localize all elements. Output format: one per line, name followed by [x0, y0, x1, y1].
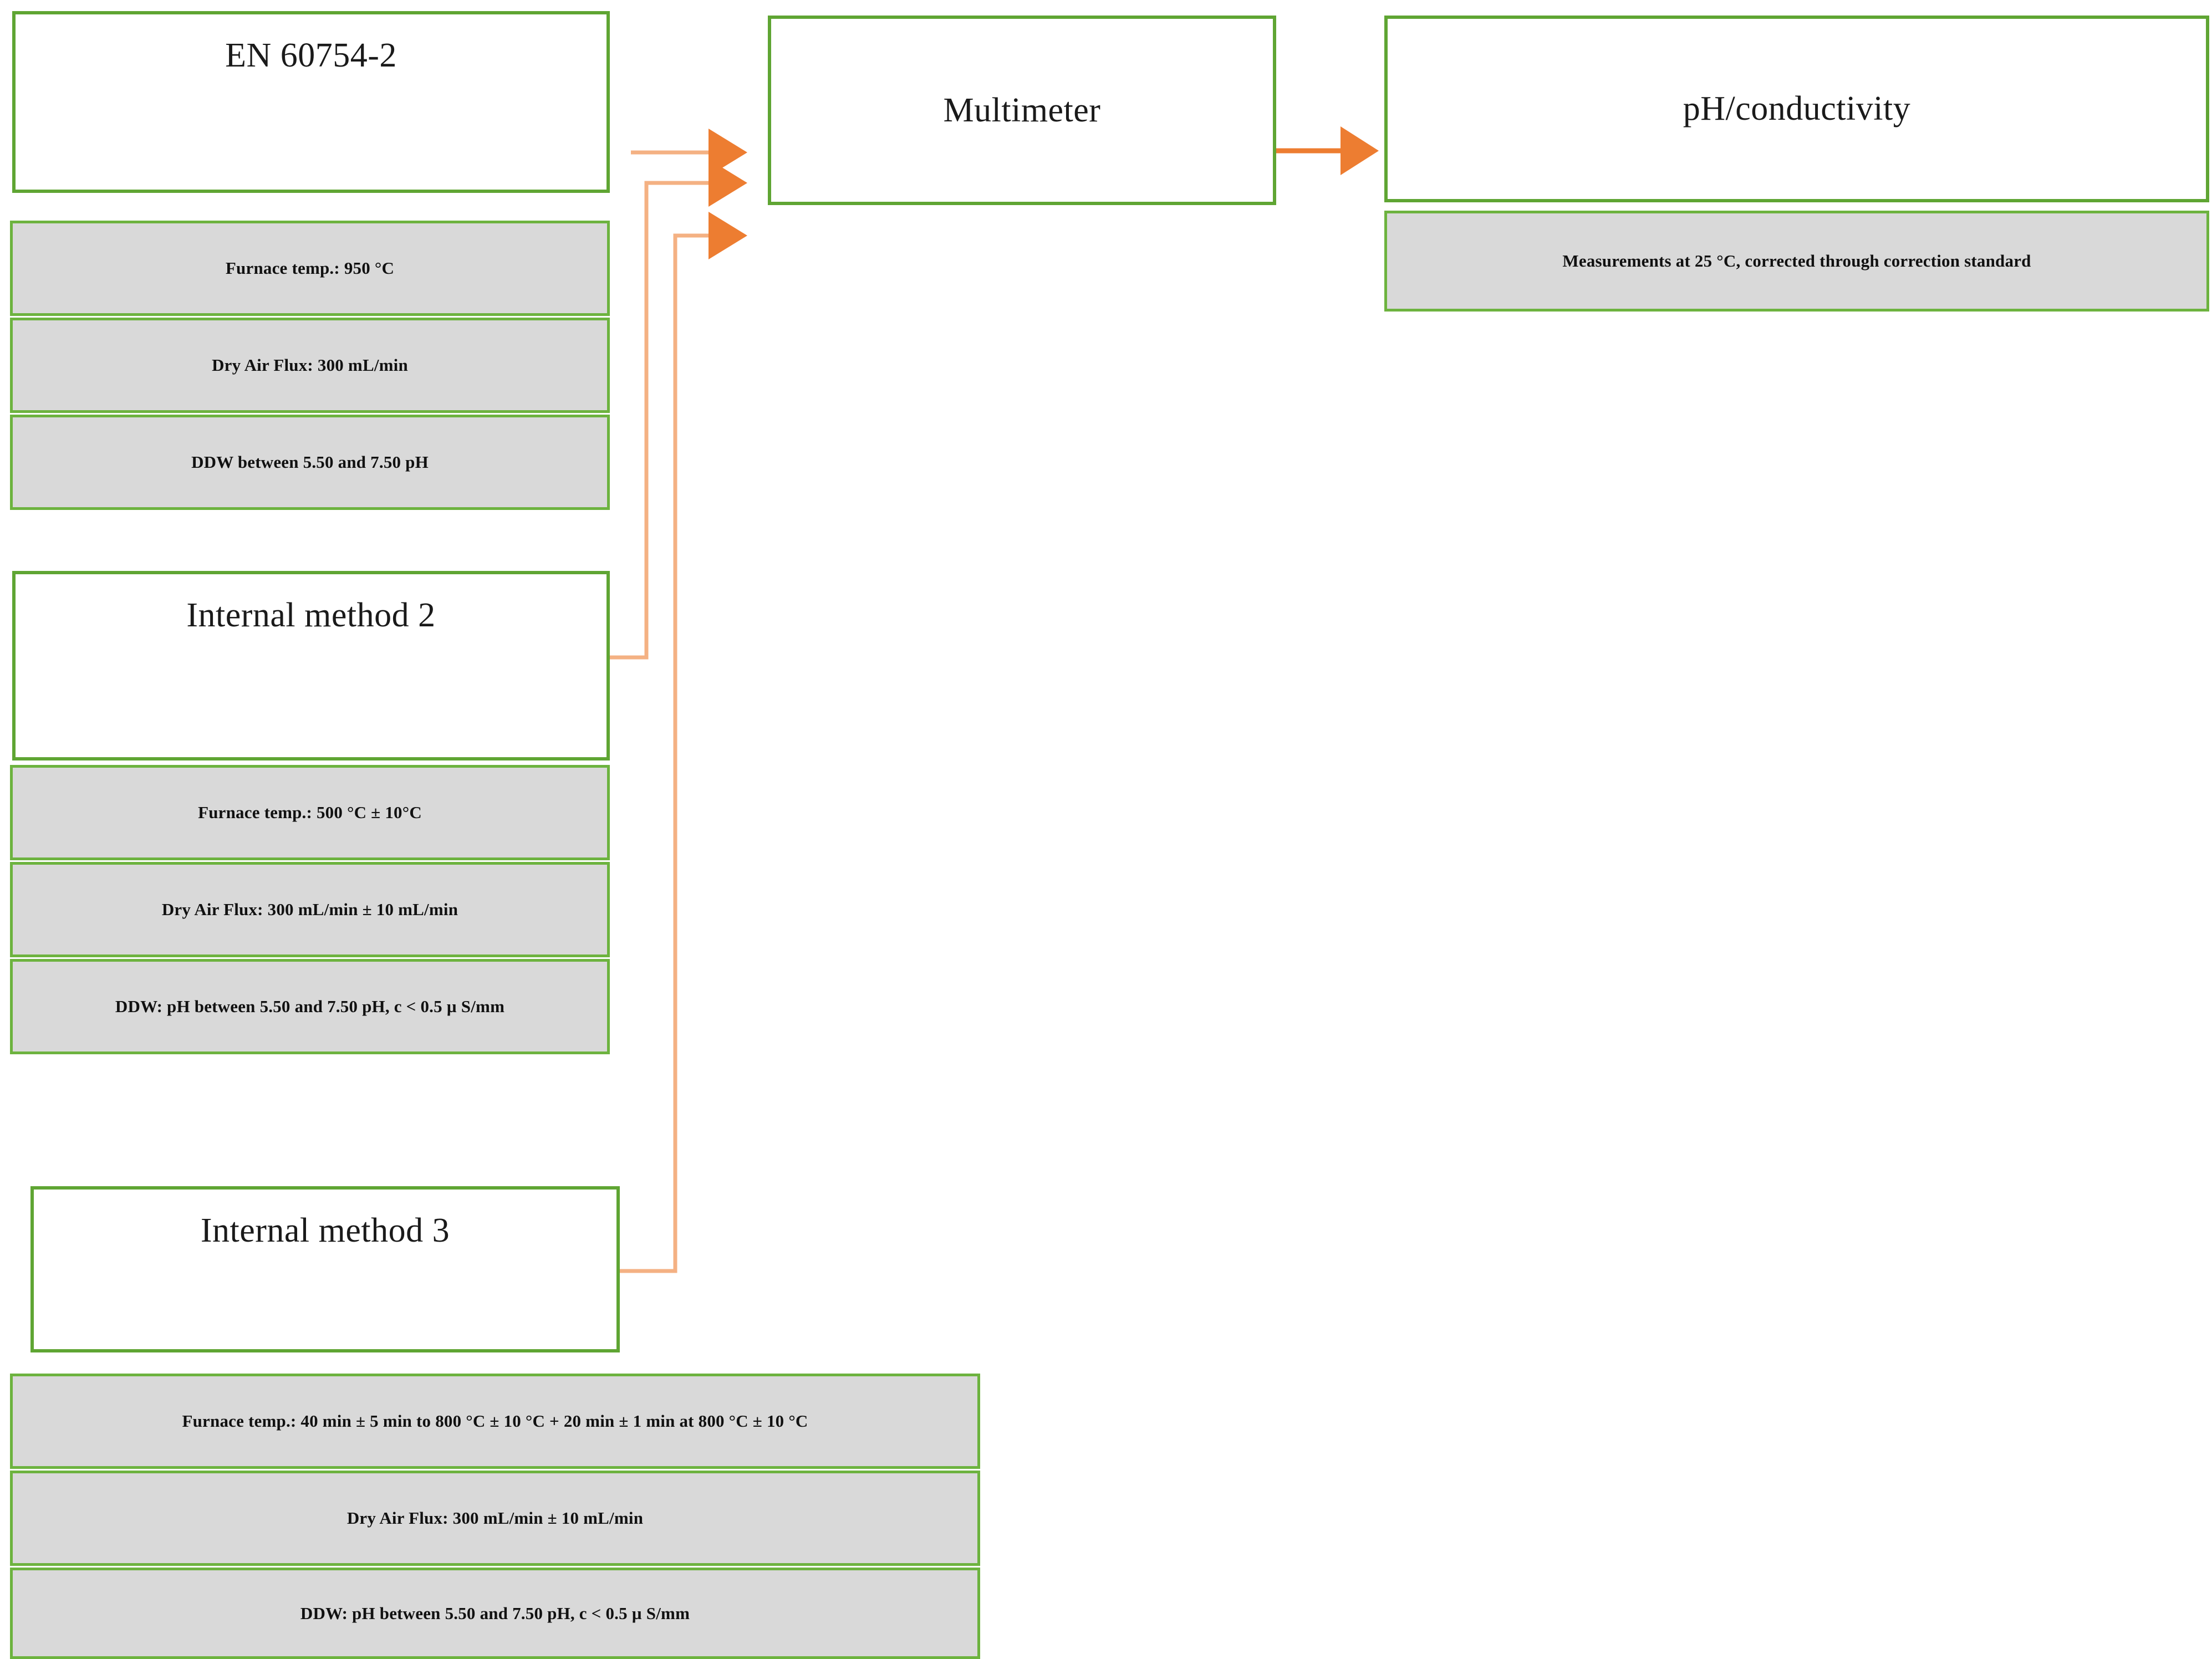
- detail-box-method3-furnace-temp: Furnace temp.: 40 min ± 5 min to 800 °C …: [10, 1374, 980, 1469]
- arrow-method2-to-multimeter: [610, 159, 747, 660]
- method-box-en60754-2[interactable]: EN 60754-2: [12, 11, 610, 193]
- detail-text-method3-dry-air-flux: Dry Air Flux: 300 mL/min ± 10 mL/min: [346, 1508, 644, 1528]
- arrow-method3-to-multimeter: [620, 212, 747, 1273]
- detail-text-method2-ddw: DDW: pH between 5.50 and 7.50 pH, c < 0.…: [115, 997, 505, 1016]
- detail-text-method3-ddw: DDW: pH between 5.50 and 7.50 pH, c < 0.…: [300, 1603, 690, 1623]
- arrow-en60754-to-multimeter: [631, 129, 747, 176]
- detail-box-en60754-2-ddw: DDW between 5.50 and 7.50 pH: [10, 415, 610, 510]
- method-title-internal-method-2: Internal method 2: [186, 596, 436, 634]
- detail-text-method2-furnace-temp: Furnace temp.: 500 °C ± 10°C: [198, 803, 422, 822]
- detail-text-en60754-2-furnace-temp: Furnace temp.: 950 °C: [225, 258, 395, 278]
- detail-box-method3-ddw: DDW: pH between 5.50 and 7.50 pH, c < 0.…: [10, 1568, 980, 1659]
- arrow-multimeter-to-ph: [1276, 126, 1379, 175]
- detail-text-method3-furnace-temp: Furnace temp.: 40 min ± 5 min to 800 °C …: [182, 1411, 808, 1431]
- instrument-title-multimeter: Multimeter: [943, 91, 1101, 129]
- detail-box-en60754-2-furnace-temp: Furnace temp.: 950 °C: [10, 221, 610, 316]
- method-box-internal-method-2[interactable]: Internal method 2: [12, 571, 610, 760]
- instrument-box-ph-conductivity[interactable]: pH/conductivity: [1384, 16, 2209, 202]
- detail-box-method2-dry-air-flux: Dry Air Flux: 300 mL/min ± 10 mL/min: [10, 862, 610, 957]
- method-title-en60754-2: EN 60754-2: [225, 37, 397, 74]
- method-title-internal-method-3: Internal method 3: [200, 1212, 450, 1249]
- instrument-title-ph-conductivity: pH/conductivity: [1683, 90, 1911, 128]
- detail-box-method2-furnace-temp: Furnace temp.: 500 °C ± 10°C: [10, 765, 610, 860]
- detail-text-en60754-2-ddw: DDW between 5.50 and 7.50 pH: [191, 452, 429, 472]
- detail-box-method2-ddw: DDW: pH between 5.50 and 7.50 pH, c < 0.…: [10, 959, 610, 1054]
- detail-box-method3-dry-air-flux: Dry Air Flux: 300 mL/min ± 10 mL/min: [10, 1471, 980, 1566]
- detail-text-en60754-2-dry-air-flux: Dry Air Flux: 300 mL/min: [212, 355, 408, 375]
- detail-text-ph-conductivity-measurements: Measurements at 25 °C, corrected through…: [1562, 251, 2031, 270]
- method-box-internal-method-3[interactable]: Internal method 3: [30, 1186, 620, 1352]
- detail-text-method2-dry-air-flux: Dry Air Flux: 300 mL/min ± 10 mL/min: [161, 900, 458, 919]
- detail-box-en60754-2-dry-air-flux: Dry Air Flux: 300 mL/min: [10, 318, 610, 413]
- instrument-box-multimeter[interactable]: Multimeter: [768, 16, 1276, 205]
- detail-box-ph-conductivity-measurements: Measurements at 25 °C, corrected through…: [1384, 211, 2209, 312]
